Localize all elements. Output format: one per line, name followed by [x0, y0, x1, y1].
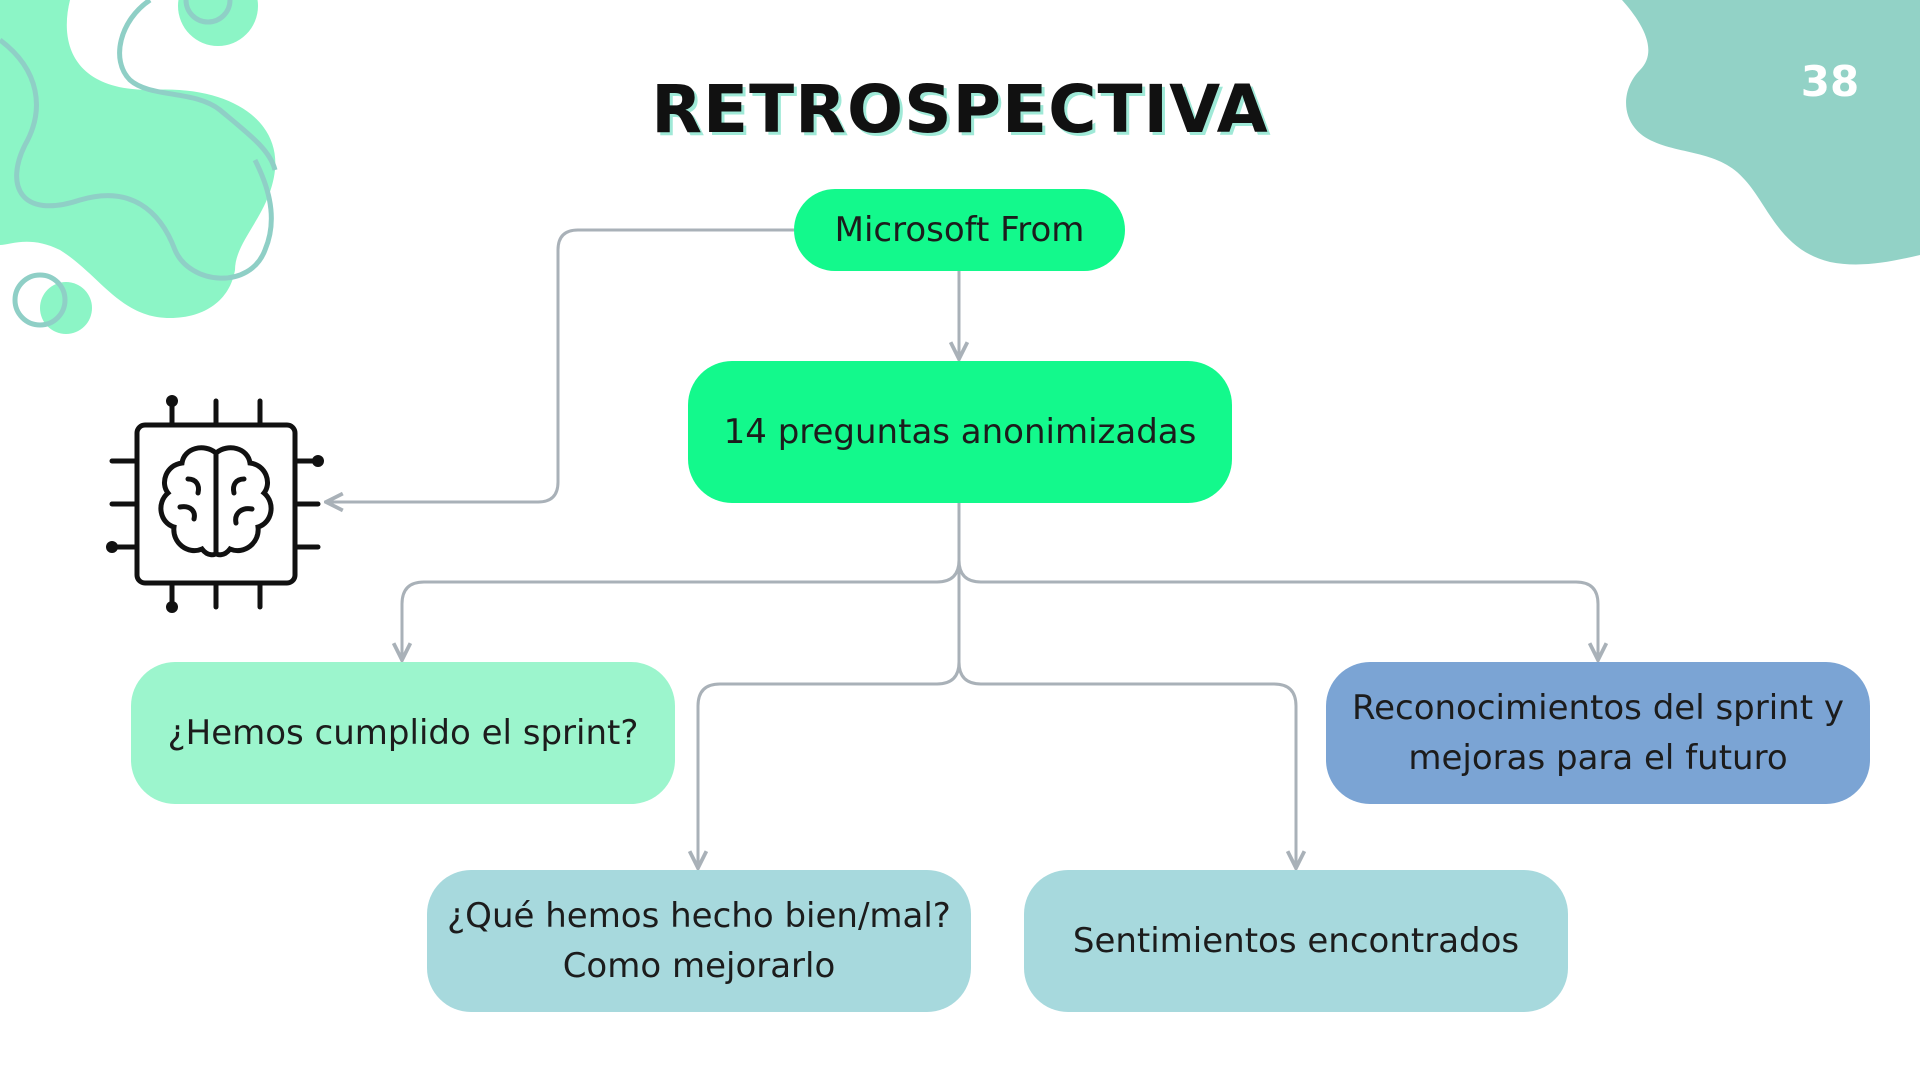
node-feelings-label: Sentimientos encontrados	[1072, 921, 1520, 961]
node-feelings: Sentimientos encontrados	[1024, 870, 1568, 1012]
node-good-bad-label: ¿Qué hemos hecho bien/mal? Como mejorarl…	[447, 891, 951, 991]
connector-questions-to-feelings	[957, 661, 1296, 868]
connector-source-to-ai-icon	[326, 228, 794, 502]
connector-questions-to-recognitions	[957, 559, 1598, 660]
top-right-blob	[1622, 0, 1920, 265]
top-left-blob	[0, 0, 276, 318]
node-sprint-done: ¿Hemos cumplido el sprint?	[131, 662, 675, 804]
top-left-squiggle-2	[117, 0, 278, 171]
node-recognitions-line-1: Reconocimientos del sprint y	[1352, 688, 1844, 728]
node-recognitions-label: Reconocimientos del sprint y mejoras par…	[1352, 683, 1844, 783]
node-sprint-done-label: ¿Hemos cumplido el sprint?	[167, 713, 639, 753]
top-left-blob-dot	[178, 0, 258, 46]
node-14-questions: 14 preguntas anonimizadas	[688, 361, 1232, 503]
top-left-squiggle	[0, 38, 274, 281]
outline-circle-left	[12, 272, 68, 328]
node-microsoft-forms-label: Microsoft From	[834, 210, 1085, 250]
ai-brain-chip-icon	[106, 395, 324, 613]
connector-questions-to-sprint-done	[402, 503, 961, 660]
node-good-bad-line-1: ¿Qué hemos hecho bien/mal?	[447, 896, 951, 936]
node-microsoft-forms: Microsoft From	[794, 189, 1125, 271]
page-number: 38	[1800, 57, 1860, 106]
node-good-bad-line-2: Como mejorarlo	[562, 946, 836, 986]
node-good-bad: ¿Qué hemos hecho bien/mal? Como mejorarl…	[427, 870, 971, 1012]
slide-title: RETROSPECTIVA	[651, 71, 1269, 148]
node-recognitions-line-2: mejoras para el futuro	[1408, 738, 1788, 778]
node-recognitions: Reconocimientos del sprint y mejoras par…	[1326, 662, 1870, 804]
connector-questions-to-good-bad	[698, 560, 961, 868]
node-14-questions-label: 14 preguntas anonimizadas	[723, 412, 1197, 452]
outline-circle-top	[183, 0, 233, 25]
